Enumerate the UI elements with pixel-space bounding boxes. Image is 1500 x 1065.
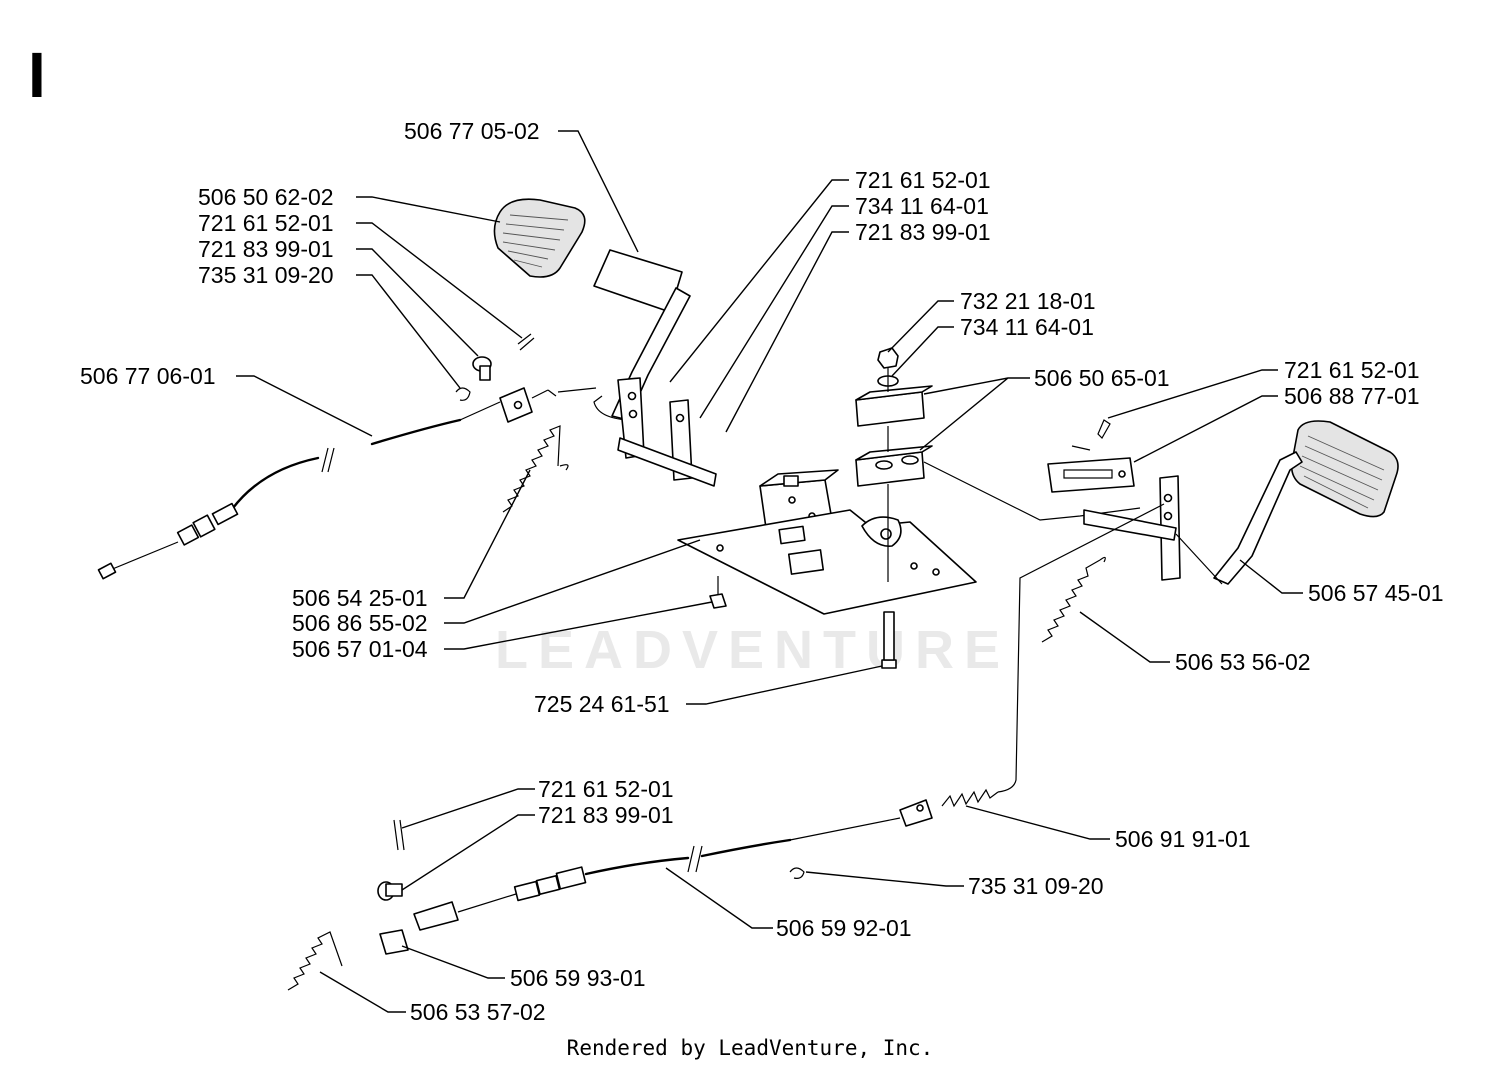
- block-506-59-93-01: [379, 929, 409, 955]
- part-label: 506 57 45-01: [1308, 580, 1444, 606]
- part-label: 721 83 99-01: [855, 219, 991, 245]
- part-label: 721 83 99-01: [198, 236, 334, 262]
- cotter-pin-lower: [393, 819, 405, 851]
- part-label: 506 50 65-01: [1034, 365, 1170, 391]
- part-label: 721 61 52-01: [198, 210, 334, 236]
- right-pedal-pad: [1290, 420, 1399, 518]
- part-label: 506 88 77-01: [1284, 383, 1420, 409]
- part-label: 506 59 93-01: [510, 965, 646, 991]
- part-label: 735 31 09-20: [198, 262, 334, 288]
- pedal-shaft: [617, 437, 717, 487]
- base-plate: [677, 509, 977, 615]
- right-pedal-shaft: [1083, 509, 1177, 541]
- part-label: 732 21 18-01: [960, 288, 1096, 314]
- part-label: 506 50 62-02: [198, 184, 334, 210]
- part-label: 506 77 05-02: [404, 118, 540, 144]
- left-pedal-assembly: [455, 198, 977, 669]
- cable-506-77-06-01: [97, 401, 501, 580]
- part-labels: 506 77 05-02 506 50 62-02 721 61 52-01 7…: [80, 118, 1444, 1025]
- section-label: I: [28, 39, 46, 111]
- part-label: 506 91 91-01: [1115, 826, 1251, 852]
- part-label: 506 54 25-01: [292, 585, 428, 611]
- part-label: 506 77 06-01: [80, 363, 216, 389]
- center-block-assembly: [855, 347, 1141, 521]
- slotted-link-506-88-77-01: [1047, 457, 1135, 493]
- right-pedal-assembly: [997, 419, 1399, 793]
- part-label: 735 31 09-20: [968, 873, 1104, 899]
- right-pedal-arm: [1213, 451, 1303, 585]
- cable-end-clevis: [899, 799, 933, 827]
- leader-lines: [236, 130, 1303, 1013]
- cable-clevis-lower: [413, 901, 459, 931]
- lower-cable-assembly: [287, 788, 999, 991]
- part-label: 506 59 92-01: [776, 915, 912, 941]
- cotter-pin-left: [517, 333, 535, 351]
- part-label: 506 86 55-02: [292, 610, 428, 636]
- part-label: 721 83 99-01: [538, 802, 674, 828]
- cotter-pin-right: [1097, 419, 1111, 439]
- pedal-pad-detached: [493, 198, 586, 278]
- part-label: 734 11 64-01: [960, 314, 1094, 340]
- part-label: 506 53 56-02: [1175, 649, 1311, 675]
- bolt-506-57-01-04: [709, 593, 727, 609]
- part-label: 506 57 01-04: [292, 636, 428, 662]
- part-label: 506 53 57-02: [410, 999, 546, 1025]
- spring-clip-left: [455, 387, 471, 401]
- credit-text: Rendered by LeadVenture, Inc.: [567, 1036, 934, 1060]
- nut-732-21-18-01: [877, 347, 899, 369]
- linkage-rod: [997, 503, 1165, 793]
- part-label: 734 11 64-01: [855, 193, 989, 219]
- part-label: 725 24 61-51: [534, 691, 670, 717]
- spring-clip-lower: [789, 867, 805, 879]
- bolt-725-24-61-51: [881, 659, 897, 669]
- spring-506-91-91-01: [941, 788, 999, 808]
- part-label: 721 61 52-01: [855, 167, 991, 193]
- return-spring-left: [502, 425, 561, 513]
- watermark-text: LEADVENTURE: [495, 620, 1010, 680]
- part-label: 721 61 52-01: [1284, 357, 1420, 383]
- part-label: 721 61 52-01: [538, 776, 674, 802]
- spring-506-53-57-02: [287, 931, 343, 991]
- return-spring-right: [1041, 559, 1101, 643]
